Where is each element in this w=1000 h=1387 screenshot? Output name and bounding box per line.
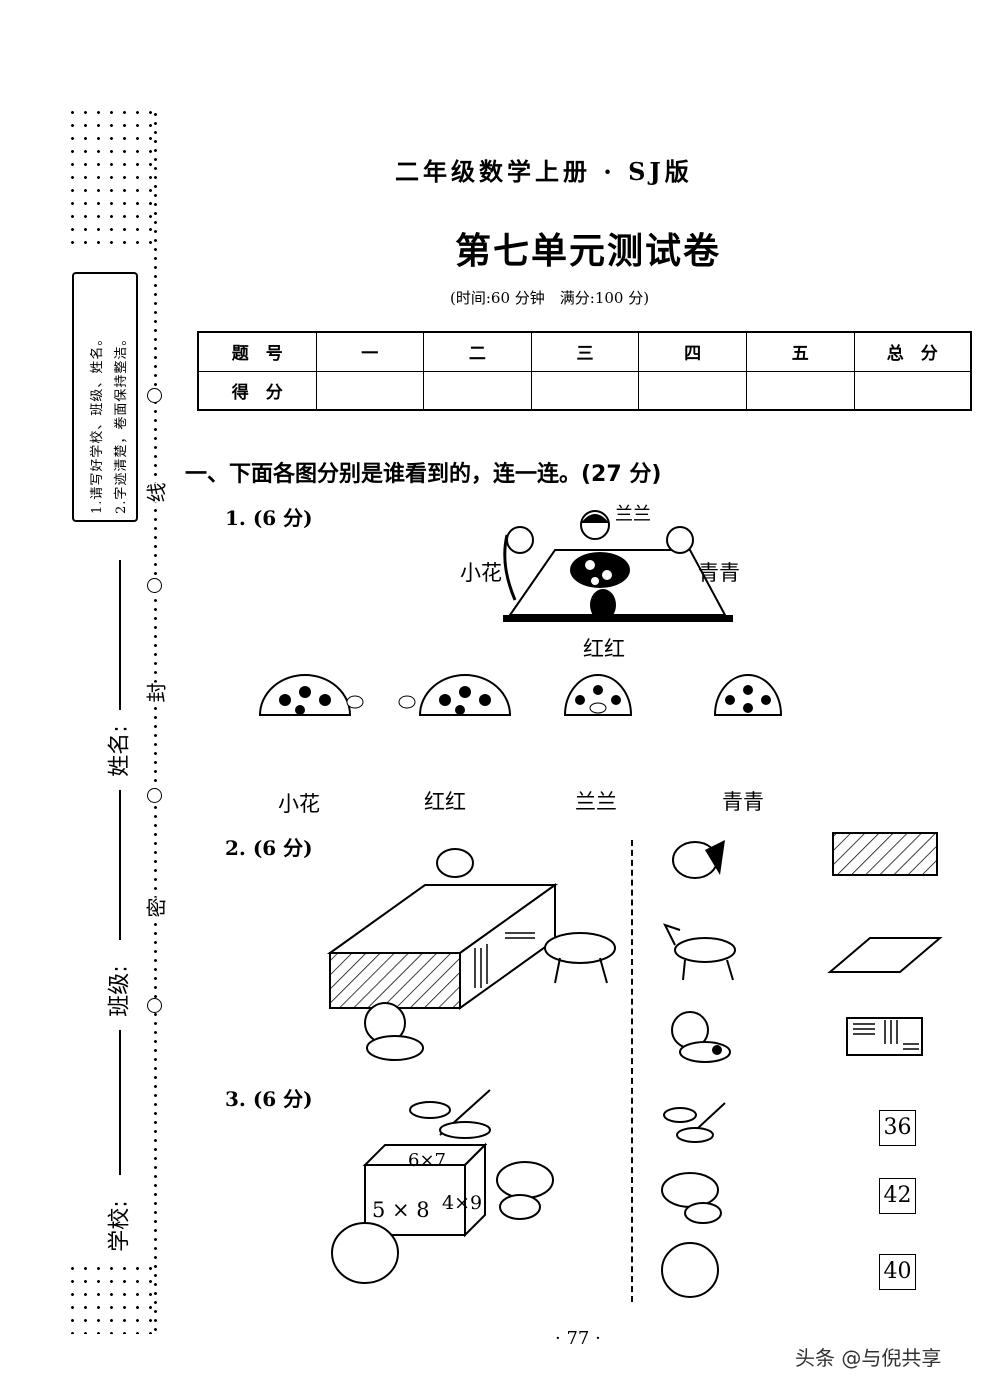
dragonfly-icon	[409, 1089, 491, 1139]
scene-name-qingqing: 青青	[698, 561, 740, 585]
turtle-view-3	[563, 674, 633, 716]
class-field-line[interactable]	[119, 1030, 121, 1175]
q2-animal-options	[663, 840, 736, 1063]
dragonfly-icon	[663, 1102, 726, 1143]
table-header: 一	[315, 331, 425, 372]
binding-circle	[147, 788, 162, 803]
butterfly-icon	[496, 1161, 554, 1220]
table-row: 得 分	[197, 370, 972, 411]
subtitle: (时间:60 分钟 满分:100 分)	[450, 289, 650, 307]
class-field-label: 班级:	[101, 965, 134, 1017]
q2-view-options	[827, 832, 943, 1056]
bird-icon	[672, 840, 725, 879]
scene-name-honghong: 红红	[583, 637, 625, 661]
answer-name-lanlan: 兰兰	[575, 790, 617, 814]
answer-name-xiaohua: 小花	[278, 792, 320, 816]
score-cell[interactable]	[530, 370, 640, 411]
name-field-line-2[interactable]	[119, 790, 121, 940]
question-2-label: 2. (6 分)	[225, 836, 313, 860]
decorative-dots-top	[66, 106, 162, 244]
chick-icon	[331, 1222, 399, 1284]
question-1-label: 1. (6 分)	[225, 506, 313, 530]
cube-face-front: 5 × 8	[372, 1198, 430, 1222]
page-title: 第七单元测试卷	[455, 230, 722, 272]
table-scene-illustration	[503, 510, 733, 622]
view-top-parallelogram	[827, 937, 943, 973]
turtle-view-2	[398, 674, 512, 716]
chick-icon	[661, 1242, 719, 1298]
score-cell[interactable]	[423, 370, 532, 411]
seal-label-feng: 封	[140, 682, 170, 703]
butterfly-icon	[661, 1172, 722, 1224]
number-box-40: 40	[879, 1254, 916, 1290]
series-title: 二年级数学上册 · SJ版	[395, 157, 693, 186]
view-side-lines	[846, 1017, 923, 1056]
page-number: · 77 ·	[555, 1328, 601, 1349]
number-box-36: 36	[879, 1110, 916, 1146]
name-field-label: 姓名:	[101, 725, 134, 777]
horse-icon	[663, 923, 736, 981]
cube-face-side: 4×9	[442, 1192, 483, 1214]
cube-scene-illustration	[331, 1089, 554, 1284]
notice-line-2: 2.字迹清楚，卷面保持整洁。	[114, 331, 129, 514]
table-header: 三	[530, 331, 640, 372]
scene-name-xiaohua: 小花	[460, 561, 502, 585]
table-header: 四	[638, 331, 747, 372]
score-cell[interactable]	[315, 370, 425, 411]
score-table: 题 号 一 二 三 四 五 总 分 得 分	[197, 331, 972, 411]
table-header: 二	[423, 331, 532, 372]
binding-circle	[147, 998, 162, 1013]
school-field-label: 学校:	[101, 1200, 134, 1252]
notice-line-1: 1.请写好学校、班级、姓名。	[90, 331, 105, 514]
answer-name-qingqing: 青青	[722, 790, 764, 814]
score-cell[interactable]	[853, 370, 972, 411]
score-cell[interactable]	[638, 370, 747, 411]
turtle-view-1	[258, 674, 364, 716]
cube-face-top: 6×7	[408, 1150, 446, 1171]
scene-name-lanlan: 兰兰	[615, 504, 651, 525]
number-box-42: 42	[879, 1178, 916, 1214]
seal-label-mi: 密	[140, 897, 170, 918]
turtle-view-4	[713, 674, 783, 716]
section-heading: 一、下面各图分别是谁看到的，连一连。(27 分)	[185, 462, 662, 487]
notice-box: 1.请写好学校、班级、姓名。 2.字迹清楚，卷面保持整洁。	[72, 272, 138, 522]
seal-label-xian: 线	[140, 482, 170, 503]
binding-line	[154, 110, 157, 1335]
score-cell[interactable]	[745, 370, 855, 411]
table-row: 题 号 一 二 三 四 五 总 分	[197, 331, 972, 372]
q3-animal-options	[661, 1102, 726, 1298]
row-label: 得 分	[197, 370, 317, 411]
watermark: 头条 @与倪共享	[795, 1346, 942, 1370]
binding-circle	[147, 388, 162, 403]
question-3-label: 3. (6 分)	[225, 1087, 313, 1111]
table-header: 题 号	[197, 331, 317, 372]
binding-circle	[147, 578, 162, 593]
view-front-hatched	[832, 832, 938, 876]
table-header: 五	[745, 331, 855, 372]
divider-dashed-q2-q3	[631, 840, 633, 1302]
box-scene-illustration	[326, 848, 616, 1061]
name-field-line[interactable]	[119, 560, 121, 710]
cat-icon	[671, 1011, 731, 1063]
turtle-views	[258, 674, 783, 716]
answer-name-honghong: 红红	[424, 790, 466, 814]
table-header: 总 分	[853, 331, 972, 372]
decorative-dots-bottom	[66, 1262, 162, 1334]
